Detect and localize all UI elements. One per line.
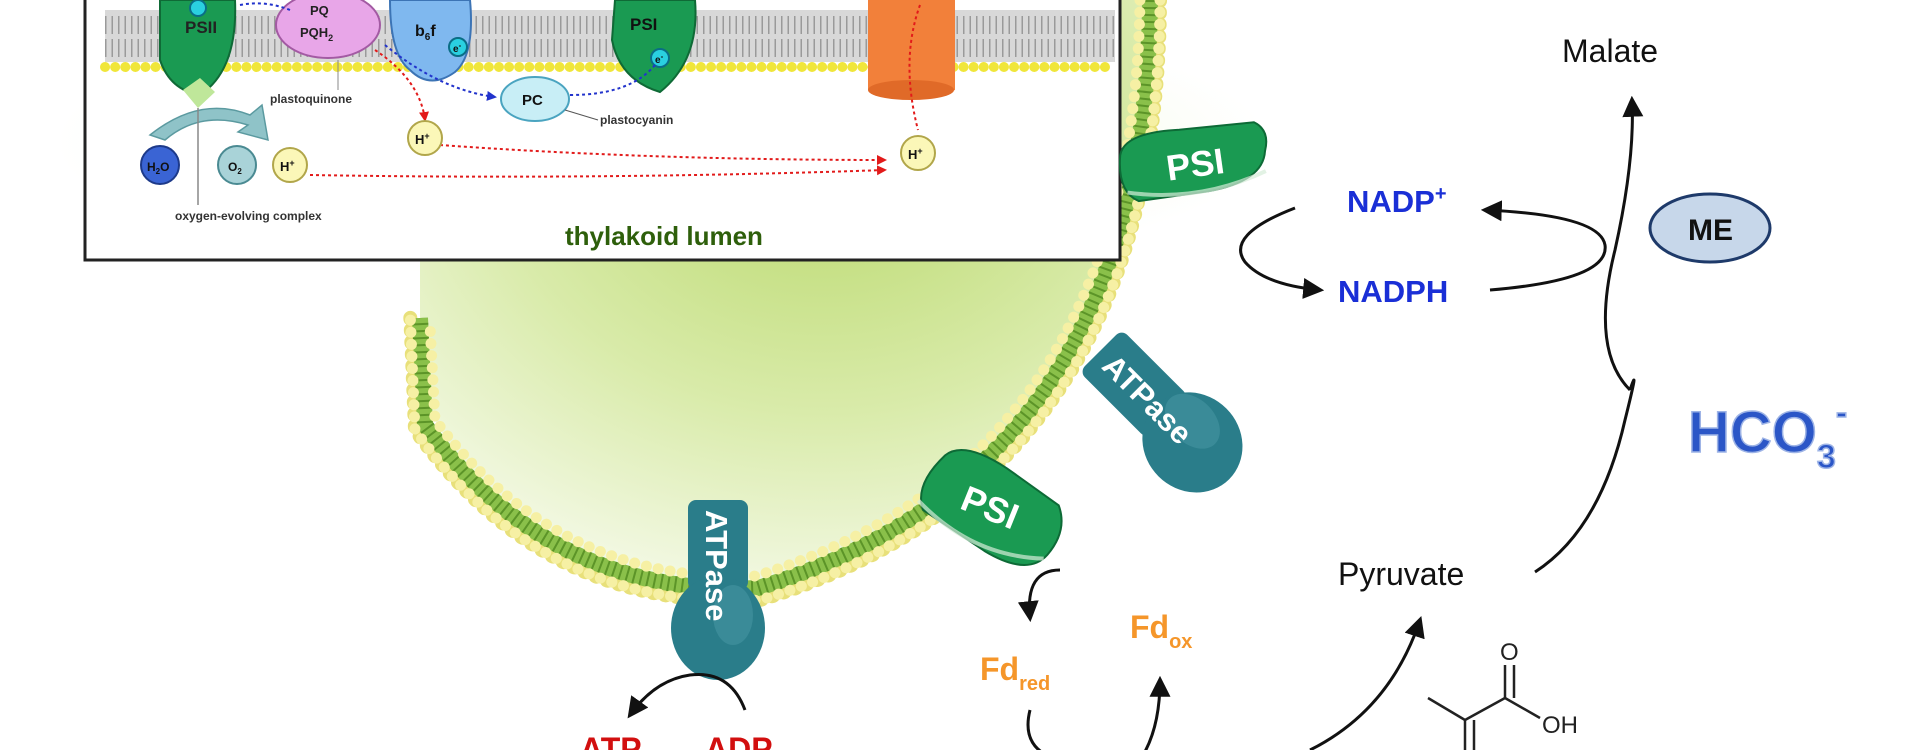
inset-proton-path-3	[309, 165, 887, 178]
malic-enzyme-badge: ME	[1648, 192, 1772, 264]
inset-oec-label: oxygen-evolving complex	[175, 209, 322, 223]
inset-proton-2: H+	[900, 135, 936, 171]
pyruvate-oh-label: OH	[1542, 712, 1578, 739]
atpase-right: ATPase	[1082, 332, 1243, 493]
atpase-bottom-label: ATPase	[699, 510, 734, 621]
svg-text:H+: H+	[415, 131, 430, 147]
inset-electron-flow-2	[384, 44, 497, 101]
inset-electron-psi-label: e-	[655, 52, 664, 66]
inset-psii-label: PSII	[185, 18, 217, 37]
inset-psi-complex	[610, 0, 697, 94]
inset-proton-3: H+	[272, 147, 308, 183]
inset-pc-leader	[564, 109, 599, 121]
pyruvate-to-malate-arrow	[1534, 378, 1636, 574]
inset-oec	[183, 78, 215, 108]
inset-electron-psii	[189, 0, 207, 17]
inset-bilayer	[100, 10, 1120, 72]
svg-text:H+: H+	[280, 158, 295, 174]
nadph-label: NADPH	[1338, 274, 1448, 309]
fd-ox-label: Fdox	[1130, 609, 1192, 653]
nadph-to-nadp-arrow	[1480, 200, 1607, 292]
fdred-loop-arrow	[1026, 709, 1042, 750]
inset-lumen-label: thylakoid lumen	[565, 221, 763, 251]
malate-label: Malate	[1562, 33, 1658, 69]
inset-electron-b6f	[448, 37, 468, 57]
inset-electron-psi	[650, 48, 670, 68]
inset-pc	[500, 76, 570, 122]
fd-red-label: Fdred	[980, 651, 1050, 695]
nadp-to-nadph-arrow	[1239, 206, 1325, 299]
inset-pqh2-label: PQH2	[300, 25, 333, 43]
hco3-label: HCO3-	[1688, 394, 1847, 476]
pyruvate-structure	[1427, 665, 1541, 750]
atp-cycle-arrow	[627, 672, 747, 719]
psi-upper-label: PSI	[1164, 140, 1227, 189]
psi-complex-lower: PSI	[916, 449, 1063, 566]
pyruvate-o-label: O	[1500, 639, 1519, 666]
thylakoid-inset: PSII PQ PQH2 plastoquinone b6f e- PC pla…	[83, 0, 1122, 262]
inset-electron-b6f-label: e-	[453, 41, 462, 55]
inset-psi-label: PSI	[630, 15, 657, 34]
nadp-label: NADP+	[1347, 183, 1447, 219]
inset-pq-label: PQ	[310, 3, 329, 18]
inset-pq-pool	[275, 0, 381, 59]
svg-text:H2O: H2O	[147, 160, 169, 176]
inset-water-splitting-arrow	[148, 103, 269, 142]
to-pyruvate-arrow	[1309, 616, 1425, 750]
inset-atp-synthase	[868, 0, 955, 99]
svg-text:H+: H+	[908, 146, 923, 162]
inset-oxygen: O2	[217, 145, 257, 185]
psi-complex-upper: PSI	[1118, 121, 1268, 203]
inset-proton-path-1	[374, 49, 429, 122]
inset-plastocyanin-label: plastocyanin	[600, 113, 673, 127]
inset-electron-flow-3	[569, 64, 656, 96]
atpase-bottom: ATPase	[671, 500, 765, 680]
inset-plastoquinone-label: plastoquinone	[270, 92, 352, 106]
malate-arrow	[1603, 95, 1644, 392]
inset-proton-path-4	[908, 4, 921, 131]
adp-label: ADP	[705, 731, 773, 750]
inset-electron-flow-1	[239, 2, 291, 11]
svg-text:O2: O2	[228, 160, 242, 176]
inset-proton-path-2	[439, 144, 887, 165]
pyruvate-label: Pyruvate	[1338, 556, 1464, 592]
inset-proton-1: H+	[407, 120, 443, 156]
inset-pc-label: PC	[522, 92, 543, 109]
inset-water: H2O	[140, 145, 180, 185]
inset-b6f-complex	[388, 0, 472, 82]
inset-b6f-label: b6f	[415, 23, 436, 43]
me-label: ME	[1688, 214, 1733, 247]
psi-to-fdred-arrow	[1017, 568, 1061, 623]
fdox-return-arrow	[1144, 675, 1171, 750]
atp-label: ATP	[580, 731, 642, 750]
